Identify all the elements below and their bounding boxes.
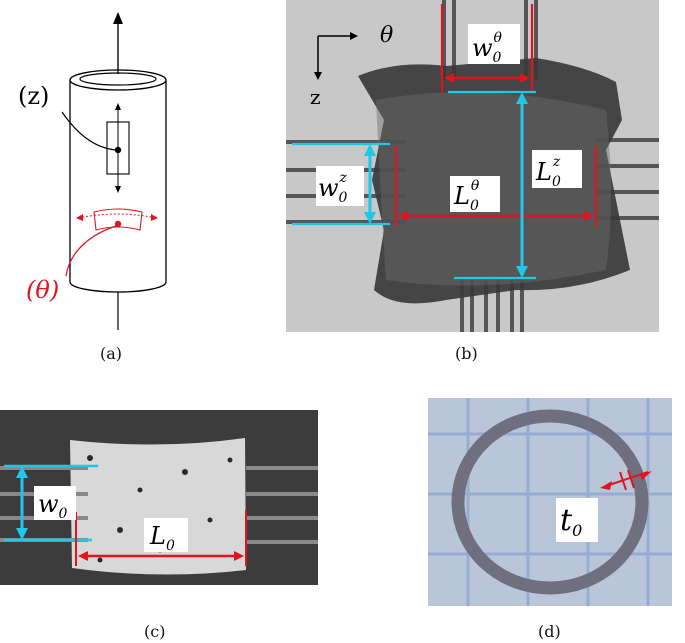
w-z-label: w0z <box>318 170 348 206</box>
axial-point <box>114 146 122 154</box>
L-z-label: L0z <box>535 154 561 190</box>
red-boundaries <box>75 510 247 566</box>
panel-c: w0 L0 <box>0 410 318 585</box>
t0-label: t0 <box>560 503 582 540</box>
right-clamps <box>246 466 318 544</box>
cyan-boundaries <box>292 90 536 280</box>
z-axis-label: z <box>310 85 321 109</box>
w0-label: w0 <box>38 490 68 522</box>
w-theta-label: w0θ <box>472 30 502 66</box>
cylinder-top-inner <box>79 72 157 86</box>
panel-d-caption: (d) <box>538 622 561 641</box>
circ-label: (θ) <box>26 276 59 304</box>
tissue-ring <box>451 409 649 595</box>
uniaxial-photo: w0 L0 <box>0 410 318 585</box>
circ-point <box>114 220 122 228</box>
L0-label: L0 <box>149 522 175 554</box>
panel-b-caption: (b) <box>455 344 478 363</box>
red-boundaries <box>394 4 598 226</box>
cylinder-schematic: (z) (θ) <box>18 12 167 330</box>
cyan-boundaries <box>4 464 98 542</box>
axial-leader <box>61 111 117 151</box>
panel-c-caption: (c) <box>144 622 166 641</box>
panel-b: θ z w0θ w0z L0θ <box>286 0 659 332</box>
tissue-sample <box>70 438 246 575</box>
panel-a: (z) (θ) (a) <box>0 0 250 340</box>
axial-label: (z) <box>18 82 49 110</box>
panel-d: t0 <box>428 398 672 606</box>
panel-a-caption: (a) <box>100 344 123 363</box>
theta-axis-label: θ <box>380 23 393 48</box>
biaxial-photo: θ z w0θ w0z L0θ <box>286 0 659 332</box>
circ-leader <box>65 225 117 277</box>
thickness-photo: t0 <box>428 398 672 606</box>
photo-background <box>428 398 672 606</box>
L-theta-label: L0θ <box>453 178 480 214</box>
